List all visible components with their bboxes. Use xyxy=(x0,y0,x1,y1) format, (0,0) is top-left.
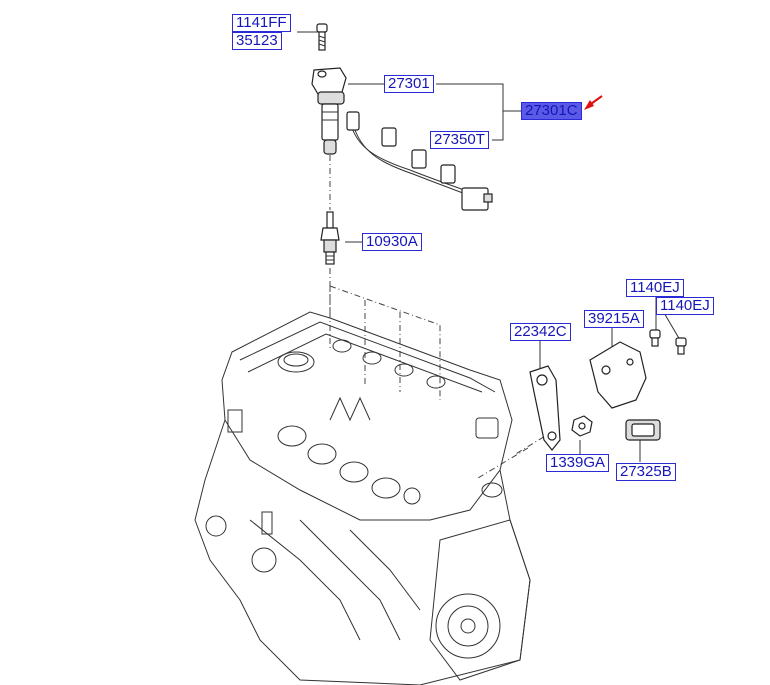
part-label-27350t[interactable]: 27350T xyxy=(430,131,489,149)
part-label-1140ej-upper[interactable]: 1140EJ xyxy=(626,279,684,297)
part-label-27325b[interactable]: 27325B xyxy=(616,463,676,481)
wire-harness-drawing xyxy=(346,111,493,211)
pointer-arrow xyxy=(584,95,603,110)
part-label-1140ej-lower[interactable]: 1140EJ xyxy=(656,297,714,315)
sensor-bracket-drawing xyxy=(529,329,687,451)
part-label-1339ga[interactable]: 1339GA xyxy=(546,454,610,472)
part-label-39215a[interactable]: 39215A xyxy=(584,310,644,328)
ignition-coil-drawing xyxy=(311,67,347,155)
part-label-27301[interactable]: 27301 xyxy=(384,75,434,93)
center-lines xyxy=(329,155,556,479)
part-label-10930a[interactable]: 10930A xyxy=(362,233,422,251)
spark-plug-drawing xyxy=(320,211,340,265)
part-label-35123[interactable]: 35123 xyxy=(232,32,282,50)
part-label-27301c[interactable]: 27301C xyxy=(521,102,582,120)
engine-block-drawing xyxy=(194,311,531,685)
part-label-22342c[interactable]: 22342C xyxy=(510,323,571,341)
bolt-1141ff-drawing xyxy=(316,23,328,51)
part-label-1141ff[interactable]: 1141FF xyxy=(232,14,291,32)
